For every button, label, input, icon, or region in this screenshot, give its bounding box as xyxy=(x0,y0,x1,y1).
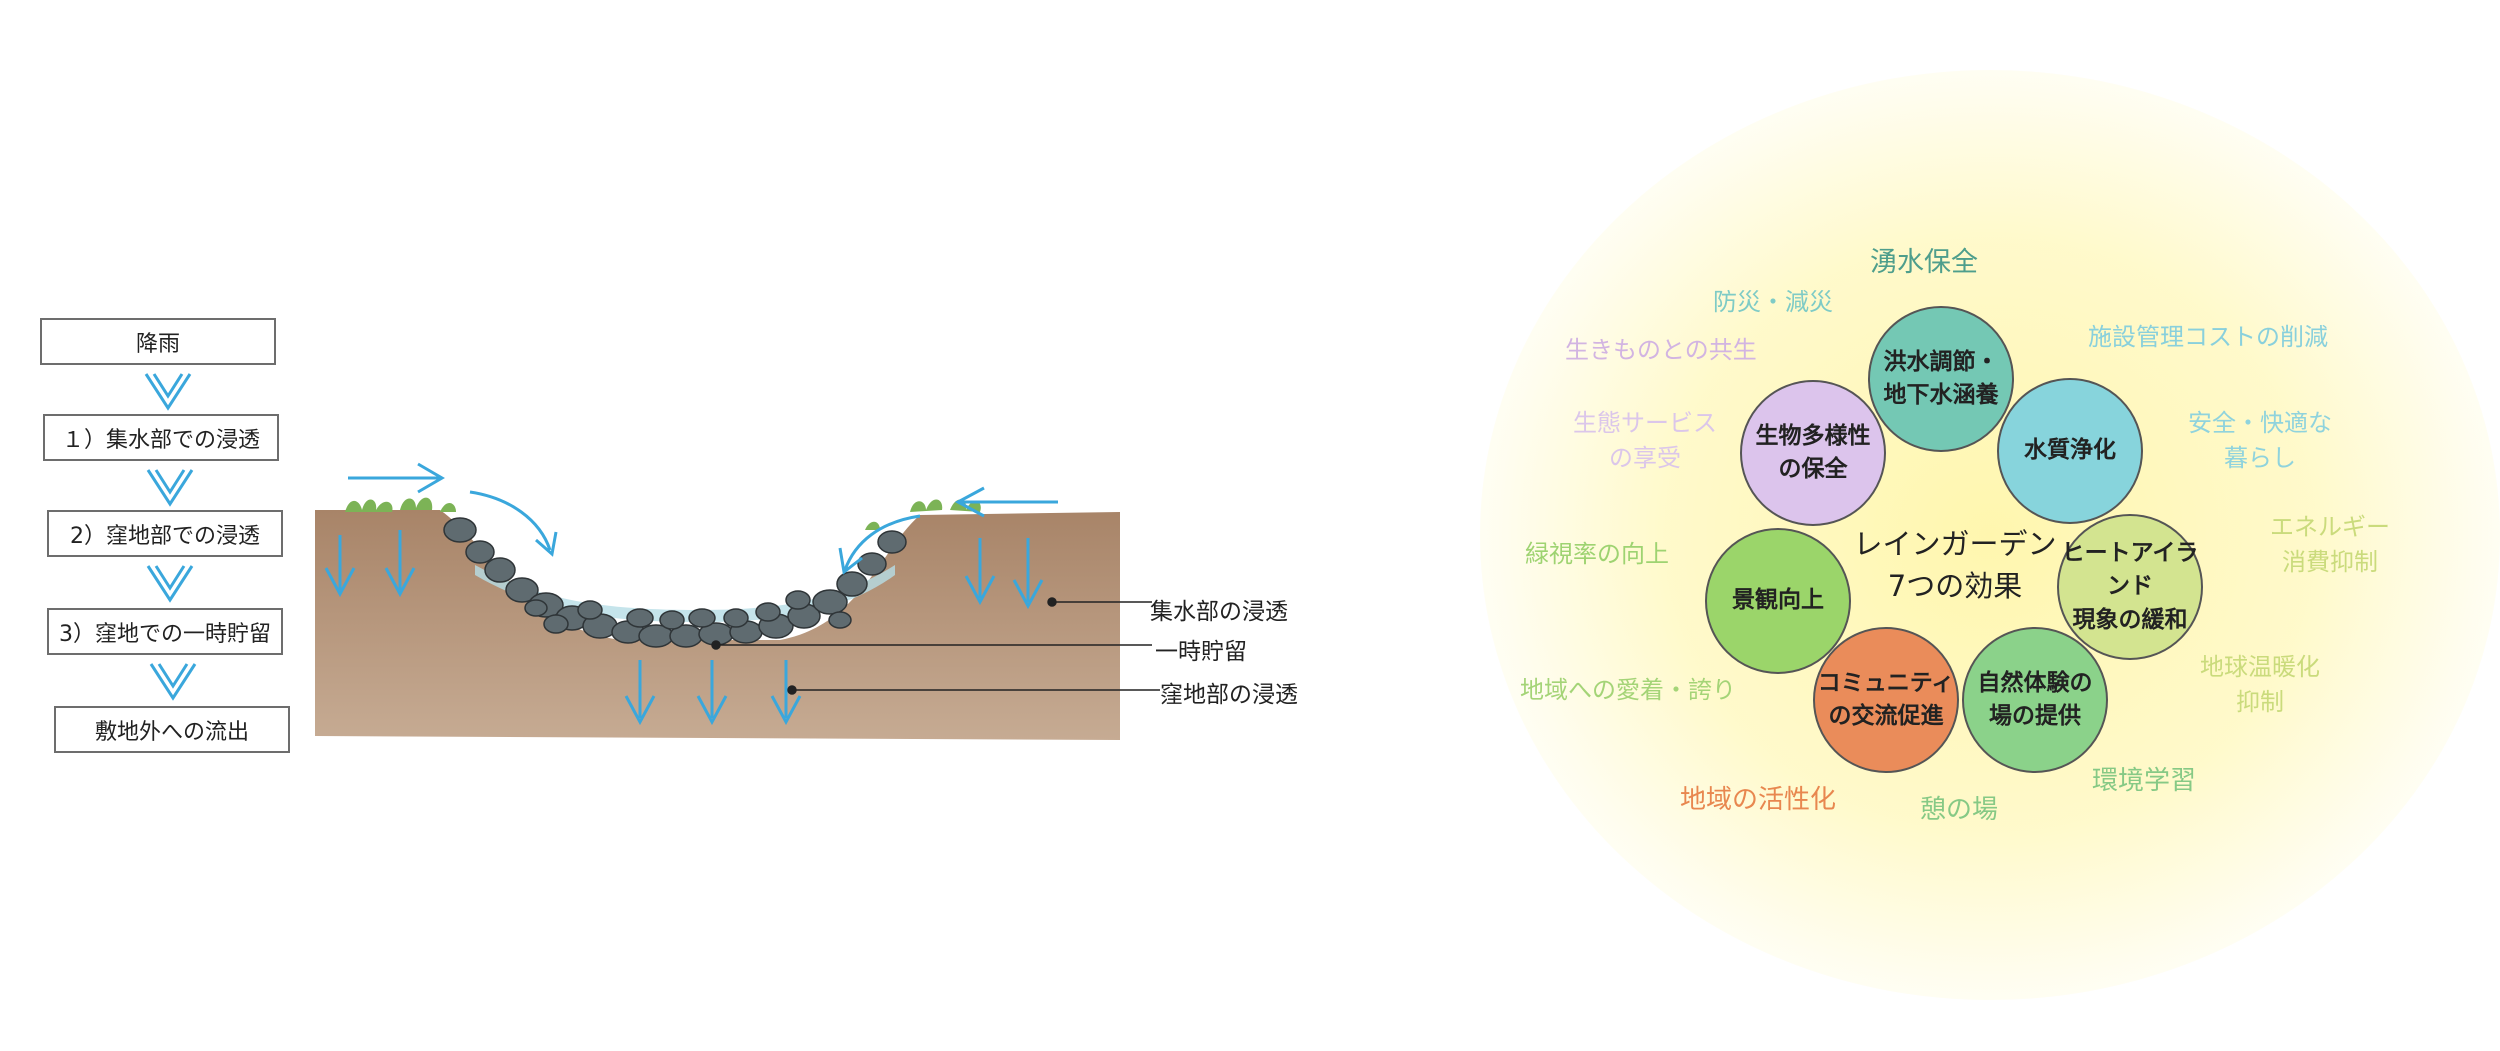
benefit-green-view: 緑視率の向上 xyxy=(1525,540,1669,568)
gravel-stones xyxy=(443,517,907,648)
flow-step-depression-infiltration: 2）窪地部での浸透 xyxy=(47,510,283,557)
leader-lines xyxy=(711,597,1160,695)
flow-step-temporary-storage: 3）窪地での一時貯留 xyxy=(47,608,283,655)
effect-nature-experience: 自然体験の 場の提供 xyxy=(1962,627,2108,773)
effect-community-exchange: コミュニティ の交流促進 xyxy=(1813,627,1959,773)
flow-step-outflow: 敷地外への流出 xyxy=(54,706,290,753)
label-temporary-storage: 一時貯留 xyxy=(1155,639,1247,665)
benefit-spring-water: 湧水保全 xyxy=(1870,247,1978,278)
effect-heat-island-mitigation: ヒートアイランド 現象の緩和 xyxy=(2057,514,2203,660)
benefit-environmental-learning: 環境学習 xyxy=(2092,766,2197,796)
flow-arrow-4 xyxy=(149,663,197,701)
benefit-safe-living: 安全・快適な 暮らし xyxy=(2188,409,2332,472)
benefit-disaster-prevention: 防災・減災 xyxy=(1713,288,1833,316)
effect-flood-control: 洪水調節・ 地下水涵養 xyxy=(1868,306,2014,452)
infiltration-arrows xyxy=(324,530,1044,726)
flow-step-catchment-infiltration: １）集水部での浸透 xyxy=(43,414,279,461)
rain-garden-cross-section xyxy=(315,462,1160,740)
label-depression-infiltration: 窪地部の浸透 xyxy=(1160,682,1298,708)
flow-step-rainfall: 降雨 xyxy=(40,318,276,365)
benefit-cost-reduction: 施設管理コストの削減 xyxy=(2088,323,2328,351)
effect-water-purification: 水質浄化 xyxy=(1997,378,2143,524)
flow-arrow-3 xyxy=(146,565,194,603)
center-title: レインガーデン 7つの効果 xyxy=(1853,527,2057,604)
soil-layer xyxy=(315,510,1120,740)
effect-landscape-improvement: 景観向上 xyxy=(1705,528,1851,674)
benefit-local-pride: 地域への愛着・誇り xyxy=(1520,676,1736,704)
label-catchment-infiltration: 集水部の浸透 xyxy=(1150,599,1288,625)
benefit-coexistence: 生きものとの共生 xyxy=(1565,336,1757,364)
benefit-regional-revitalization: 地域の活性化 xyxy=(1680,785,1837,815)
flow-arrow-2 xyxy=(146,469,194,507)
effect-biodiversity: 生物多様性 の保全 xyxy=(1740,380,1886,526)
benefit-energy-saving: エネルギー 消費抑制 xyxy=(2270,513,2390,576)
surface-flow-arrows xyxy=(348,462,1058,575)
benefit-ecosystem-services: 生態サービス の享受 xyxy=(1573,409,1717,472)
flow-arrow-1 xyxy=(144,373,192,411)
background-glow xyxy=(1480,70,2500,1000)
benefit-relaxation-place: 憩の場 xyxy=(1920,795,1999,825)
benefit-global-warming: 地球温暖化 抑制 xyxy=(2200,653,2320,716)
